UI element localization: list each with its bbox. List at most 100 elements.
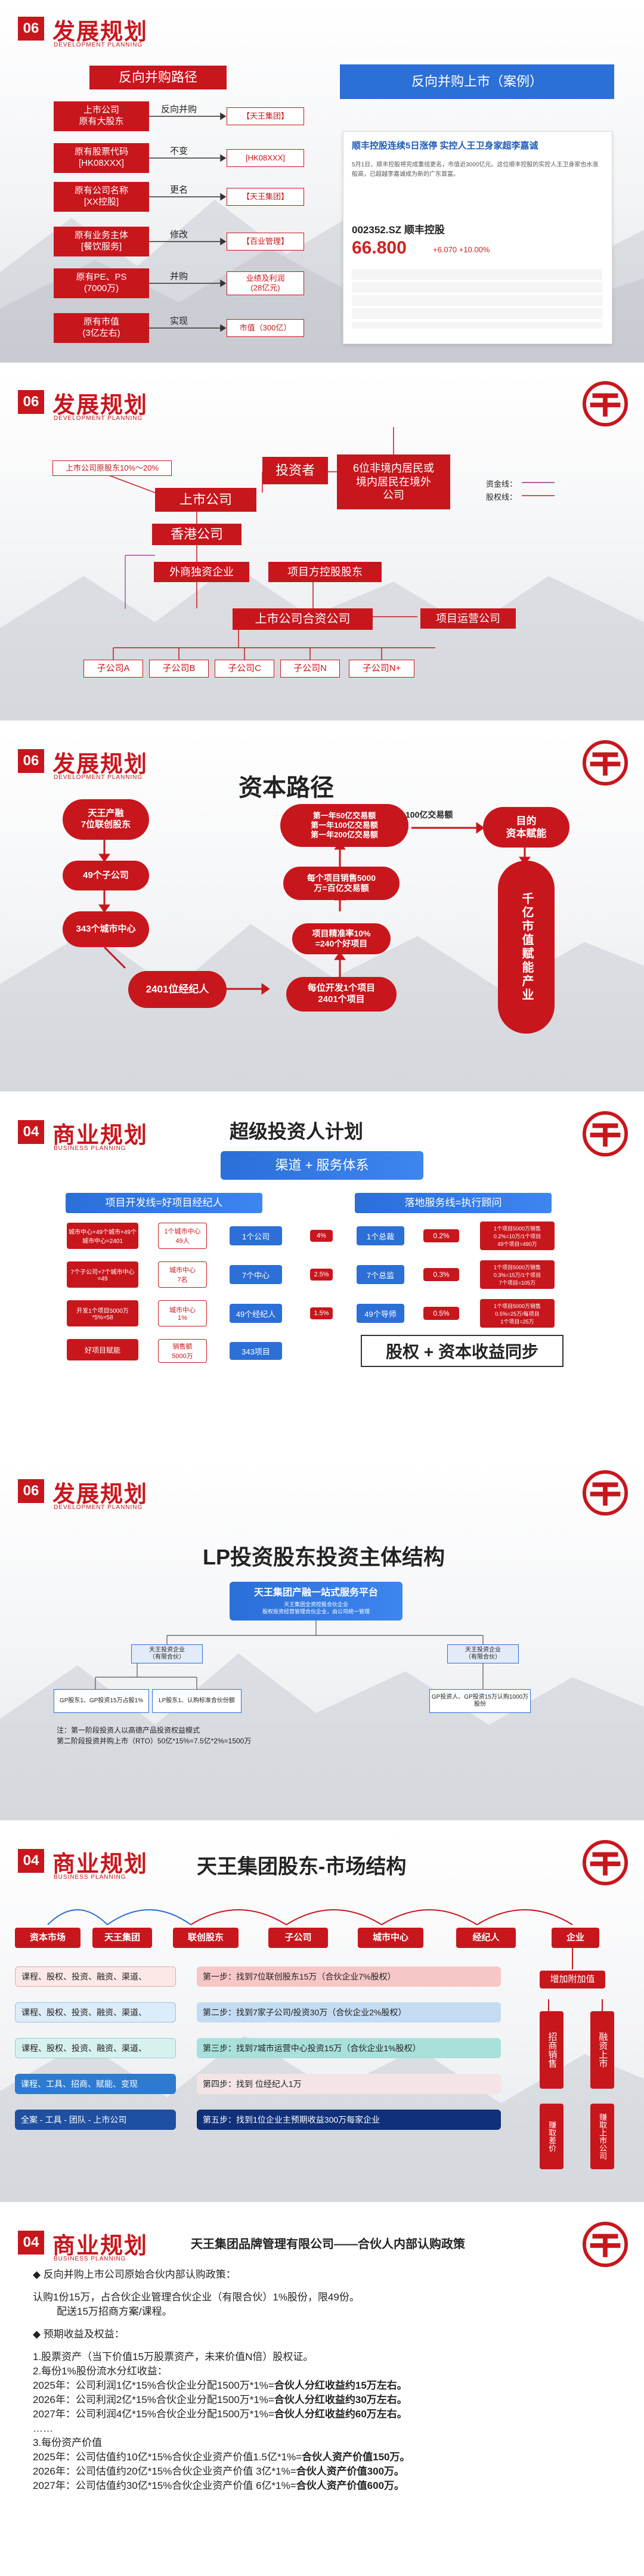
slogan-box: 股权 + 资本收益同步 [361, 1335, 564, 1367]
left-row1-a: 城市中心+49个城市+49个城市中心=2401 [67, 1223, 138, 1249]
company-logo [582, 1111, 628, 1157]
slide-header: 04 商业规划 BUSINESS PLANNING [0, 1843, 644, 1881]
row5-left: 全案 - 工具 - 团队 - 上市公司 [15, 2110, 176, 2130]
foreign-holders: 6位非境内居民或 境内居民在境外 公司 [337, 454, 450, 509]
row2-left: 课程、股权、投资、融资、渠道、 [15, 2002, 176, 2023]
ops-company: 项目运营公司 [420, 608, 516, 629]
left-row1-c: 1个公司 [230, 1226, 282, 1245]
chain-arrows [47, 1909, 603, 2011]
node-49-subsidiaries: 49个子公司 [63, 861, 149, 890]
right-row1-b: 0.2% [423, 1229, 459, 1242]
left-row4-b: 销售额 5000万 [158, 1339, 207, 1363]
row5-left: 原有PE、PS (7000万) [54, 268, 149, 298]
subsidiary-n: 子公司N [280, 660, 340, 678]
left-row2-d: 2.5% [310, 1269, 333, 1281]
section-title: 发展规划 [52, 1482, 148, 1507]
section-title: 商业规划 [52, 2234, 148, 2259]
section-subtitle: DEVELOPMENT PLANNING [54, 42, 143, 48]
chain-city-center: 城市中心 [358, 1928, 423, 1948]
section-title: 商业规划 [52, 1852, 148, 1877]
row3-step: 第三步：找到7城市运营中心投资15万（合伙企业1%股权） [197, 2038, 501, 2058]
node-precision: 项目精准率10% =240个好项目 [292, 923, 391, 954]
chain-broker: 经纪人 [456, 1928, 516, 1948]
company-logo [582, 2221, 628, 2268]
node-trillion-cap: 千亿市值赋能产业 [498, 861, 555, 1034]
chain-subsidiary: 子公司 [268, 1928, 328, 1948]
side-financing: 融资上市 [590, 2011, 614, 2089]
policy-line-9a: 2027年：公司利润4亿*15%合伙企业分配1500万*1%= [33, 2408, 274, 2420]
news-article-card: 顺丰控股连续5日涨停 实控人王卫身家超李嘉诚 5月1日，顺丰控股将完成重组更名，… [343, 131, 612, 344]
row2-step: 第二步：找到7家子公司/投资30万（合伙企业2%股权） [197, 2002, 501, 2023]
row1-right: 【天王集团】 [227, 107, 304, 125]
row1-step: 第一步：找到7位联创股东15万（合伙企业7%股权） [197, 1966, 501, 1987]
left-row2-c: 7个中心 [230, 1265, 282, 1284]
section-number: 06 [18, 749, 44, 773]
article-headline: 顺丰控股连续5日涨停 实控人王卫身家超李嘉诚 [352, 141, 538, 151]
left-row2-b: 城市中心 7名 [158, 1261, 207, 1288]
path-arrows [149, 112, 227, 332]
policy-line-13: 2026年：公司估值约20亿*15%合伙企业资产价值 3亿*1%=合伙人资产价值… [33, 2464, 617, 2479]
node-annual-volume: 第一年50亿交易额 第一年100亿交易额 第一年200亿交易额 [280, 804, 408, 847]
right-row2-c: 1个项目5000万销售 0.3%=15万/1个项目 7个项目=105万 [480, 1260, 555, 1289]
gp1-box: GP股东1、GP投资15万占股1% [54, 1689, 149, 1713]
policy-heading: 天王集团品牌管理有限公司——合伙人内部认购政策 [191, 2238, 465, 2251]
section-subtitle: DEVELOPMENT PLANNING [54, 415, 143, 422]
mid-left-entity: 天王投资企业 （有限合伙） [131, 1644, 203, 1663]
policy-line-13a: 2026年：公司估值约20亿*15%合伙企业资产价值 3亿*1%= [33, 2466, 296, 2477]
slide-super-investor: 04 商业规划 BUSINESS PLANNING 超级投资人计划 渠道 + 服… [0, 1103, 644, 1451]
platform-box: 天王集团产融一站式服务平台 天王集团全资控股合伙企业 股权投资经营管理合伙企业，… [230, 1582, 402, 1621]
lp1-box: LP股东1、认购标准合伙份额 [152, 1689, 242, 1713]
section-title: 发展规划 [52, 752, 148, 777]
row2-right: [HK08XXX] [227, 149, 304, 167]
row1-left: 课程、股权、投资、融资、渠道、 [15, 1966, 176, 1987]
policy-line-7b: 合伙人分红收益约15万左右。 [274, 2380, 407, 2391]
row4-left: 原有业务主体 [餐饮服务] [54, 227, 149, 256]
section-number: 04 [18, 2231, 44, 2255]
market-heading: 天王集团股东-市场结构 [197, 1856, 407, 1878]
policy-line-8: 2026年：公司利润2亿*15%合伙企业分配1500万*1%=合伙人分红收益约3… [33, 2393, 617, 2407]
right-row3-a: 49个导师 [357, 1304, 404, 1323]
structure-lines [107, 427, 555, 660]
mountain-background [0, 1653, 644, 1820]
left-row1-d: 4% [310, 1230, 333, 1242]
super-investor-heading: 超级投资人计划 [230, 1121, 364, 1142]
company-logo [582, 1839, 628, 1886]
node-sales: 每个项目销售5000 万=百亿交易额 [283, 867, 400, 900]
row6-mid: 实现 [170, 316, 188, 326]
policy-line-7a: 2025年：公司利润1亿*15%合伙企业分配1500万*1%= [33, 2380, 274, 2391]
investor: 投资者 [262, 457, 328, 484]
joint-venture: 上市公司合资公司 [233, 608, 373, 630]
section-title: 发展规划 [52, 393, 148, 418]
section-subtitle: BUSINESS PLANNING [54, 1145, 126, 1152]
policy-line-3: 配送15万招商方案/课程。 [57, 2306, 172, 2317]
lp-heading: LP投资股东投资主体结构 [203, 1545, 445, 1569]
policy-line-1: ◆ 反向并购上市公司原始合伙内部认购政策： [33, 2269, 236, 2280]
slide-header: 06 发展规划 DEVELOPMENT PLANNING [0, 384, 644, 422]
stock-price: 66.800 [352, 238, 407, 258]
policy-line-10: …… [33, 2423, 53, 2434]
policy-line-14b: 合伙人资产价值600万。 [296, 2480, 405, 2491]
policy-line-14a: 2027年：公司估值约30亿*15%合伙企业资产价值 6亿*1%= [33, 2480, 296, 2491]
channel-banner: 渠道 + 服务体系 [221, 1151, 423, 1180]
row4-mid: 修改 [170, 230, 188, 240]
section-title: 发展规划 [52, 20, 148, 45]
policy-line-12a: 2025年：公司估值约10亿*15%合伙企业资产价值1.5亿*1%= [33, 2451, 302, 2463]
policy-text: ◆ 反向并购上市公司原始合伙内部认购政策： 认购1份15万，占合伙企业管理合伙企… [33, 2268, 617, 2493]
left-row4-a: 好项目赋能 [67, 1339, 138, 1360]
lp-notes: 注：第一阶段投资人以高德产品投资权益模式 第二阶段投资并购上市（RTO）50亿*… [57, 1726, 252, 1745]
lp-lines [95, 1621, 484, 1689]
section-subtitle: DEVELOPMENT PLANNING [54, 774, 143, 781]
gp2-box: GP投资人、GP投资15万认购1000万股份 [429, 1689, 531, 1713]
row3-mid: 更名 [170, 185, 188, 195]
slide-market-structure: 04 商业规划 BUSINESS PLANNING 天王集团股东-市场结构 资本… [0, 1832, 644, 2202]
section-title: 商业规划 [52, 1123, 148, 1148]
policy-line-8a: 2026年：公司利润2亿*15%合伙企业分配1500万*1%= [33, 2394, 274, 2405]
chain-enterprise: 企业 [552, 1928, 599, 1948]
subsidiary-b: 子公司B [149, 660, 209, 678]
section-number: 06 [18, 1479, 44, 1503]
left-row4-c: 343项目 [230, 1342, 282, 1360]
row2-left: 原有股票代码 [HK08XXX] [54, 143, 149, 173]
right-row2-a: 7个总监 [357, 1265, 404, 1284]
slide-capital-path: 06 发展规划 DEVELOPMENT PLANNING 资本路径 天王产融 7… [0, 732, 644, 1091]
legend-equity: 股权线： [486, 493, 518, 502]
